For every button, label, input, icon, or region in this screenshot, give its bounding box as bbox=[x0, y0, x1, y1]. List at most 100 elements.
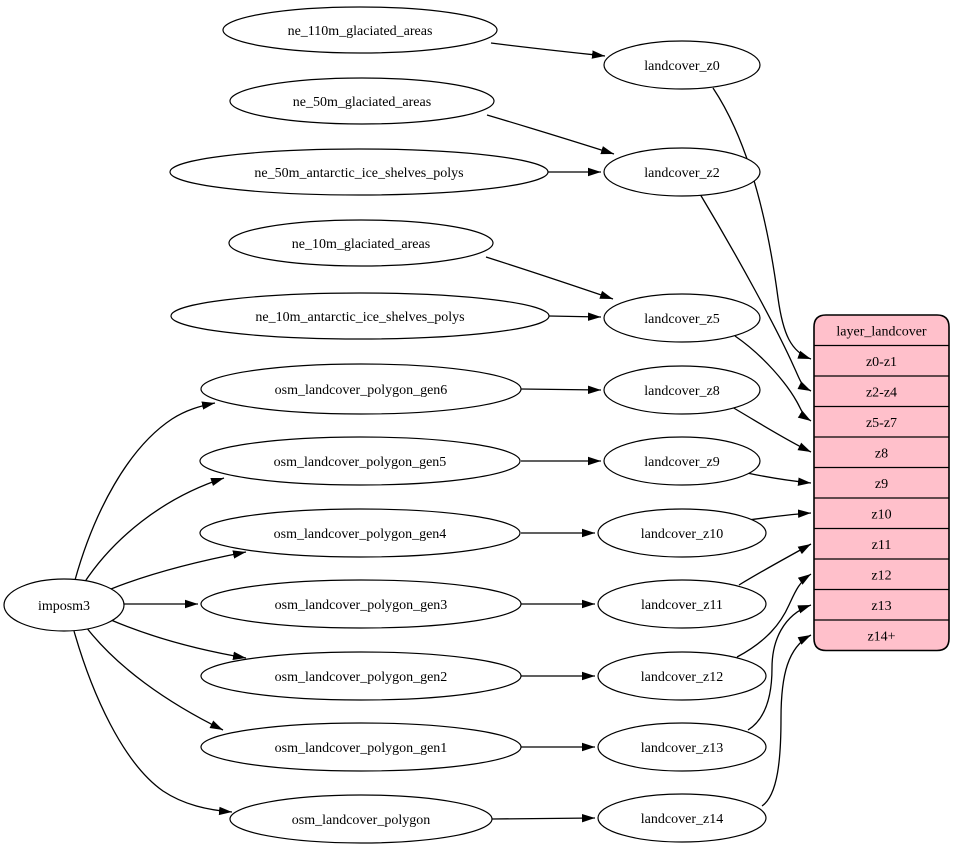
edge-landcover-z11-to-layer-landcover-z11 bbox=[738, 543, 812, 586]
table-row-z14: z14+ bbox=[867, 629, 895, 644]
table-row-label: z13 bbox=[871, 599, 891, 614]
node-ellipse-ne-10m-antarctic-ice-shelves-polys bbox=[170, 292, 550, 340]
edge-ne-50m-glaciated-areas-to-landcover-z2 bbox=[486, 114, 615, 155]
edge-landcover-z13-to-layer-landcover-z13 bbox=[747, 604, 812, 731]
node-osm-landcover-polygon: osm_landcover_polygon bbox=[229, 794, 493, 844]
edge-imposm3-to-osm-landcover-polygon-gen2 bbox=[110, 619, 247, 660]
table-row-label: z8 bbox=[875, 446, 888, 461]
edge-landcover-z9-to-layer-landcover-z9 bbox=[746, 472, 812, 486]
node-ellipse-landcover-z9 bbox=[603, 436, 761, 486]
table-row-label: z0-z1 bbox=[866, 355, 897, 370]
node-label-osm-landcover-polygon-gen2: osm_landcover_polygon_gen2 bbox=[275, 670, 448, 685]
node-ellipse-ne-110m-glaciated-areas bbox=[222, 6, 498, 54]
table-row-label: z10 bbox=[871, 507, 891, 522]
node-label-ne-10m-glaciated-areas: ne_10m_glaciated_areas bbox=[292, 237, 430, 252]
node-ellipse-osm-landcover-polygon-gen5 bbox=[199, 436, 521, 486]
table-header: layer_landcover bbox=[836, 324, 927, 339]
node-osm-landcover-polygon-gen3: osm_landcover_polygon_gen3 bbox=[200, 579, 522, 629]
edge-imposm3-to-osm-landcover-polygon-gen4 bbox=[110, 550, 247, 590]
edge-ne-110m-glaciated-areas-to-landcover-z0 bbox=[490, 42, 606, 59]
table-row-z12: z12 bbox=[871, 568, 891, 583]
node-landcover-z8: landcover_z8 bbox=[603, 365, 761, 415]
table-row-z11: z11 bbox=[872, 538, 892, 553]
node-label-landcover-z11: landcover_z11 bbox=[641, 598, 723, 613]
node-osm-landcover-polygon-gen1: osm_landcover_polygon_gen1 bbox=[200, 722, 522, 772]
node-ne-50m-antarctic-ice-shelves-polys: ne_50m_antarctic_ice_shelves_polys bbox=[169, 148, 549, 196]
edge-landcover-z12-to-layer-landcover-z12 bbox=[736, 573, 812, 658]
node-label-landcover-z0: landcover_z0 bbox=[644, 59, 719, 74]
node-label-landcover-z12: landcover_z12 bbox=[641, 670, 723, 685]
node-ellipse-landcover-z10 bbox=[597, 508, 767, 558]
node-label-imposm3: imposm3 bbox=[38, 599, 90, 614]
edge-landcover-z0-to-layer-landcover-z0-z1 bbox=[712, 87, 812, 360]
node-landcover-z10: landcover_z10 bbox=[597, 508, 767, 558]
node-label-landcover-z2: landcover_z2 bbox=[644, 166, 719, 181]
edge-landcover-z14-to-layer-landcover-z14 bbox=[761, 634, 812, 807]
node-imposm3: imposm3 bbox=[3, 578, 125, 632]
node-label-landcover-z5: landcover_z5 bbox=[644, 312, 719, 327]
node-ellipse-landcover-z14 bbox=[597, 793, 767, 843]
edge-imposm3-to-osm-landcover-polygon-gen5 bbox=[83, 477, 225, 584]
table-row-z9: z9 bbox=[875, 477, 888, 492]
table-row-z0-z1: z0-z1 bbox=[866, 355, 897, 370]
node-landcover-z11: landcover_z11 bbox=[597, 579, 767, 629]
node-ellipse-landcover-z8 bbox=[603, 365, 761, 415]
node-osm-landcover-polygon-gen4: osm_landcover_polygon_gen4 bbox=[199, 508, 521, 558]
table-layer-landcover: layer_landcover z0-z1 z2-z4 z5-z7 z8 z9 z10 z11… bbox=[813, 314, 950, 652]
node-ellipse-osm-landcover-polygon bbox=[229, 794, 493, 844]
table-row-z10: z10 bbox=[871, 507, 891, 522]
table-row-label: z12 bbox=[871, 568, 891, 583]
node-ellipse-landcover-z2 bbox=[603, 147, 761, 197]
node-ellipse-imposm3 bbox=[3, 578, 125, 632]
edge-imposm3-to-osm-landcover-polygon-gen6 bbox=[74, 401, 216, 581]
node-ellipse-osm-landcover-polygon-gen2 bbox=[200, 651, 522, 701]
node-landcover-z5: landcover_z5 bbox=[603, 293, 761, 343]
table-row-z8: z8 bbox=[875, 446, 888, 461]
table-row-label: z14+ bbox=[867, 629, 895, 644]
node-label-landcover-z8: landcover_z8 bbox=[644, 384, 719, 399]
node-ellipse-landcover-z11 bbox=[597, 579, 767, 629]
node-ne-10m-glaciated-areas: ne_10m_glaciated_areas bbox=[228, 219, 494, 267]
edge-imposm3-to-osm-landcover-polygon bbox=[73, 630, 233, 816]
node-landcover-z9: landcover_z9 bbox=[603, 436, 761, 486]
edge-osm-landcover-polygon-gen6-to-landcover-z8 bbox=[520, 385, 602, 395]
node-ellipse-osm-landcover-polygon-gen4 bbox=[199, 508, 521, 558]
node-label-osm-landcover-polygon-gen3: osm_landcover_polygon_gen3 bbox=[275, 598, 448, 613]
node-label-ne-10m-antarctic-ice-shelves-polys: ne_10m_antarctic_ice_shelves_polys bbox=[255, 310, 464, 325]
node-label-osm-landcover-polygon-gen6: osm_landcover_polygon_gen6 bbox=[275, 383, 448, 398]
node-label-osm-landcover-polygon-gen1: osm_landcover_polygon_gen1 bbox=[275, 741, 448, 756]
node-ellipse-osm-landcover-polygon-gen6 bbox=[200, 363, 522, 415]
node-landcover-z14: landcover_z14 bbox=[597, 793, 767, 843]
node-osm-landcover-polygon-gen5: osm_landcover_polygon_gen5 bbox=[199, 436, 521, 486]
node-ellipse-ne-50m-antarctic-ice-shelves-polys bbox=[169, 148, 549, 196]
node-landcover-z12: landcover_z12 bbox=[597, 651, 767, 701]
node-landcover-z0: landcover_z0 bbox=[603, 40, 761, 90]
edge-osm-landcover-polygon-to-landcover-z14 bbox=[491, 813, 596, 823]
node-label-landcover-z14: landcover_z14 bbox=[641, 812, 723, 827]
edge-landcover-z2-to-layer-landcover-z2-z4 bbox=[699, 193, 812, 392]
node-ne-110m-glaciated-areas: ne_110m_glaciated_areas bbox=[222, 6, 498, 54]
node-label-osm-landcover-polygon-gen4: osm_landcover_polygon_gen4 bbox=[274, 527, 447, 542]
table-row-z2-z4: z2-z4 bbox=[866, 385, 897, 400]
node-label-ne-50m-glaciated-areas: ne_50m_glaciated_areas bbox=[293, 95, 431, 110]
node-label-landcover-z13: landcover_z13 bbox=[641, 741, 723, 756]
node-label-osm-landcover-polygon-gen5: osm_landcover_polygon_gen5 bbox=[274, 455, 447, 470]
node-ellipse-landcover-z0 bbox=[603, 40, 761, 90]
node-ellipse-landcover-z13 bbox=[597, 722, 767, 772]
table-row-label: z9 bbox=[875, 477, 888, 492]
node-label-ne-110m-glaciated-areas: ne_110m_glaciated_areas bbox=[288, 24, 433, 39]
table-outline bbox=[813, 314, 950, 652]
table-row-label: z5-z7 bbox=[866, 416, 897, 431]
node-ellipse-landcover-z12 bbox=[597, 651, 767, 701]
node-label-landcover-z9: landcover_z9 bbox=[644, 455, 719, 470]
table-row-label: z11 bbox=[872, 538, 892, 553]
node-landcover-z13: landcover_z13 bbox=[597, 722, 767, 772]
node-label-ne-50m-antarctic-ice-shelves-polys: ne_50m_antarctic_ice_shelves_polys bbox=[254, 166, 463, 181]
node-ne-10m-antarctic-ice-shelves-polys: ne_10m_antarctic_ice_shelves_polys bbox=[170, 292, 550, 340]
node-ellipse-osm-landcover-polygon-gen1 bbox=[200, 722, 522, 772]
table-row-label: z2-z4 bbox=[866, 385, 897, 400]
edge-landcover-z8-to-layer-landcover-z8 bbox=[731, 406, 812, 453]
edge-landcover-z5-to-layer-landcover-z5-z7 bbox=[734, 335, 812, 422]
